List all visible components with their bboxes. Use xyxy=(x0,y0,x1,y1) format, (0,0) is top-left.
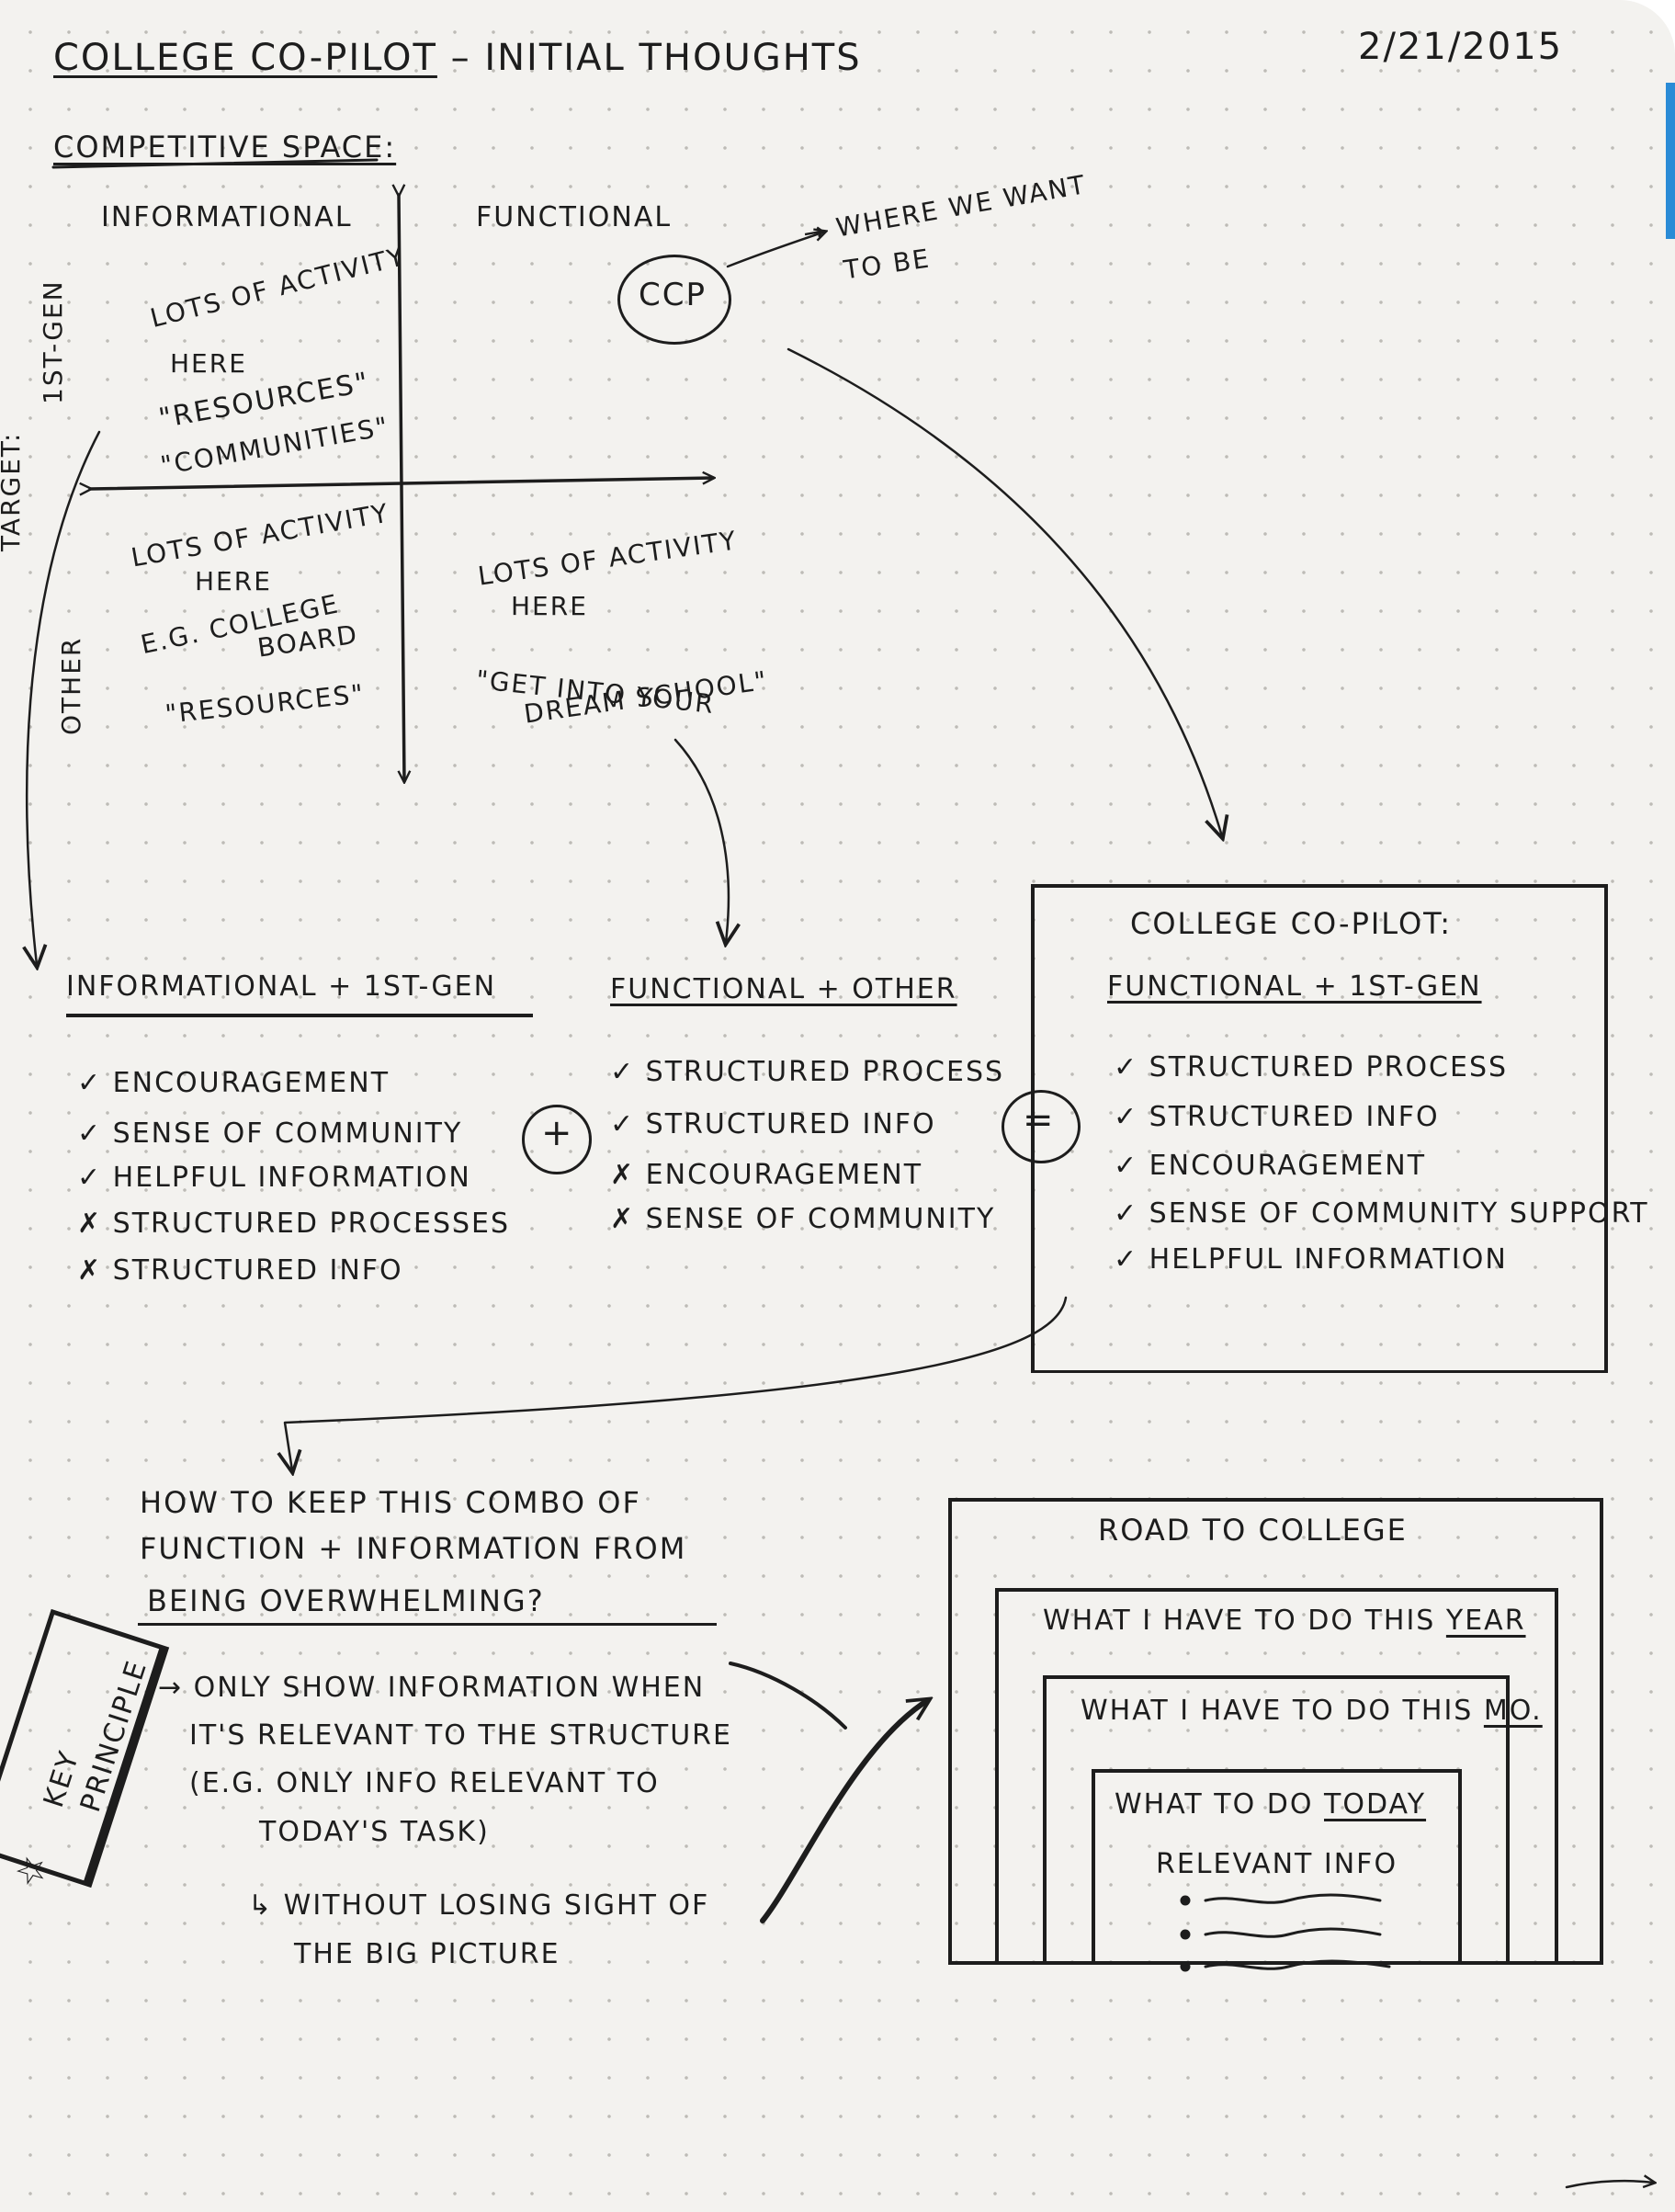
question-underline xyxy=(138,1623,717,1626)
principle-line5: ↳ without losing sight of xyxy=(248,1889,710,1922)
question-line3: being overwhelming? xyxy=(147,1583,545,1618)
year-label-word: year xyxy=(1445,1605,1526,1637)
axis-label-functional: Functional xyxy=(476,201,673,233)
bold-arrow xyxy=(760,1700,928,1923)
col-func-item: ✗ Sense of Community xyxy=(610,1203,996,1235)
month-label: What I have to do this mo. xyxy=(1081,1694,1543,1729)
col-func-heading: Functional + Other xyxy=(610,973,957,1005)
page-edge-tab xyxy=(1666,83,1675,239)
page-title-row: College Co-Pilot – Initial Thoughts xyxy=(53,35,862,81)
ccp-to-box-arrow xyxy=(787,347,1222,836)
ccp-note-arrow xyxy=(726,232,825,268)
ccp-label: CCP xyxy=(639,277,707,313)
month-box xyxy=(1043,1675,1510,1961)
box-to-question-arrow xyxy=(285,1296,1068,1470)
page-date: 2/21/2015 xyxy=(1358,26,1564,68)
dream-school-arrow xyxy=(673,738,729,942)
principle-line1: → Only show information when xyxy=(158,1672,706,1704)
target-arrow xyxy=(27,430,101,965)
today-box xyxy=(1092,1769,1462,1961)
col-info-item: ✓ Helpful Information xyxy=(77,1162,471,1194)
ccp-box-heading: Functional + 1st-Gen xyxy=(1107,970,1482,1003)
principle-line3: (e.g. only info relevant to xyxy=(189,1767,660,1799)
page-title: College Co-Pilot xyxy=(53,37,437,79)
small-curve xyxy=(729,1662,847,1730)
col-info-item: ✓ Encouragement xyxy=(77,1067,390,1099)
month-label-word: mo. xyxy=(1483,1695,1543,1727)
page-turn-arrow xyxy=(1565,2181,1654,2189)
ccp-box-title: College Co-Pilot: xyxy=(1130,906,1452,941)
col-info-item: ✗ Structured Processes xyxy=(77,1208,511,1240)
col-info-heading: Informational + 1st-Gen xyxy=(66,970,497,1003)
page-title-suffix: – Initial Thoughts xyxy=(450,37,862,79)
today-label-prefix: What to do xyxy=(1115,1788,1314,1821)
principle-line4: today's task) xyxy=(259,1816,490,1848)
principle-line2: it's relevant to the structure xyxy=(189,1719,732,1752)
equals-sign: = xyxy=(1023,1099,1056,1141)
col-func-item: ✓ Structured Process xyxy=(610,1056,1005,1088)
today-label-word: today xyxy=(1324,1788,1427,1821)
ccp-box-item: ✓ Structured Process xyxy=(1114,1051,1509,1083)
col-info-underline xyxy=(66,1014,533,1017)
relevant-info-bullets xyxy=(1180,1893,1391,1972)
road-to-college-label: Road to College xyxy=(1098,1513,1408,1548)
horizontal-axis xyxy=(90,478,713,489)
ccp-box xyxy=(1031,884,1608,1373)
ccp-circle xyxy=(617,255,731,345)
ccp-box-item: ✓ Helpful Information xyxy=(1114,1243,1508,1276)
col-info-item: ✓ Sense of Community xyxy=(77,1117,463,1150)
col-info-item: ✗ Structured Info xyxy=(77,1254,403,1287)
competitive-heading: Competitive Space: xyxy=(53,130,397,164)
today-label: What to do today xyxy=(1115,1787,1426,1822)
relevant-info-label: Relevant Info xyxy=(1156,1848,1398,1880)
q4-line2: here xyxy=(511,591,588,621)
ccp-box-item: ✓ Structured Info xyxy=(1114,1101,1440,1133)
year-box xyxy=(995,1588,1558,1961)
q1-line2: here xyxy=(170,348,247,379)
plus-circle xyxy=(522,1105,592,1174)
equals-circle xyxy=(1002,1090,1081,1163)
question-line1: How to keep this combo of xyxy=(140,1485,641,1520)
month-label-prefix: What I have to do this xyxy=(1081,1695,1474,1727)
competitive-heading-underline xyxy=(51,158,379,169)
ccp-box-item: ✓ Sense of Community Support xyxy=(1114,1197,1649,1230)
ccp-box-item: ✓ Encouragement xyxy=(1114,1150,1427,1182)
vertical-axis xyxy=(399,195,404,781)
plus-sign: + xyxy=(541,1112,574,1154)
axis-label-informational: Informational xyxy=(101,201,353,233)
year-label: What I have to do this year xyxy=(1043,1604,1526,1639)
question-line2: function + information from xyxy=(140,1531,687,1566)
road-to-college-box xyxy=(948,1498,1603,1965)
col-func-item: ✗ Encouragement xyxy=(610,1159,923,1191)
col-func-item: ✓ Structured Info xyxy=(610,1108,936,1140)
q3-line2: here xyxy=(195,566,272,596)
year-label-prefix: What I have to do this xyxy=(1043,1605,1436,1637)
principle-line6: the big picture xyxy=(294,1938,560,1970)
